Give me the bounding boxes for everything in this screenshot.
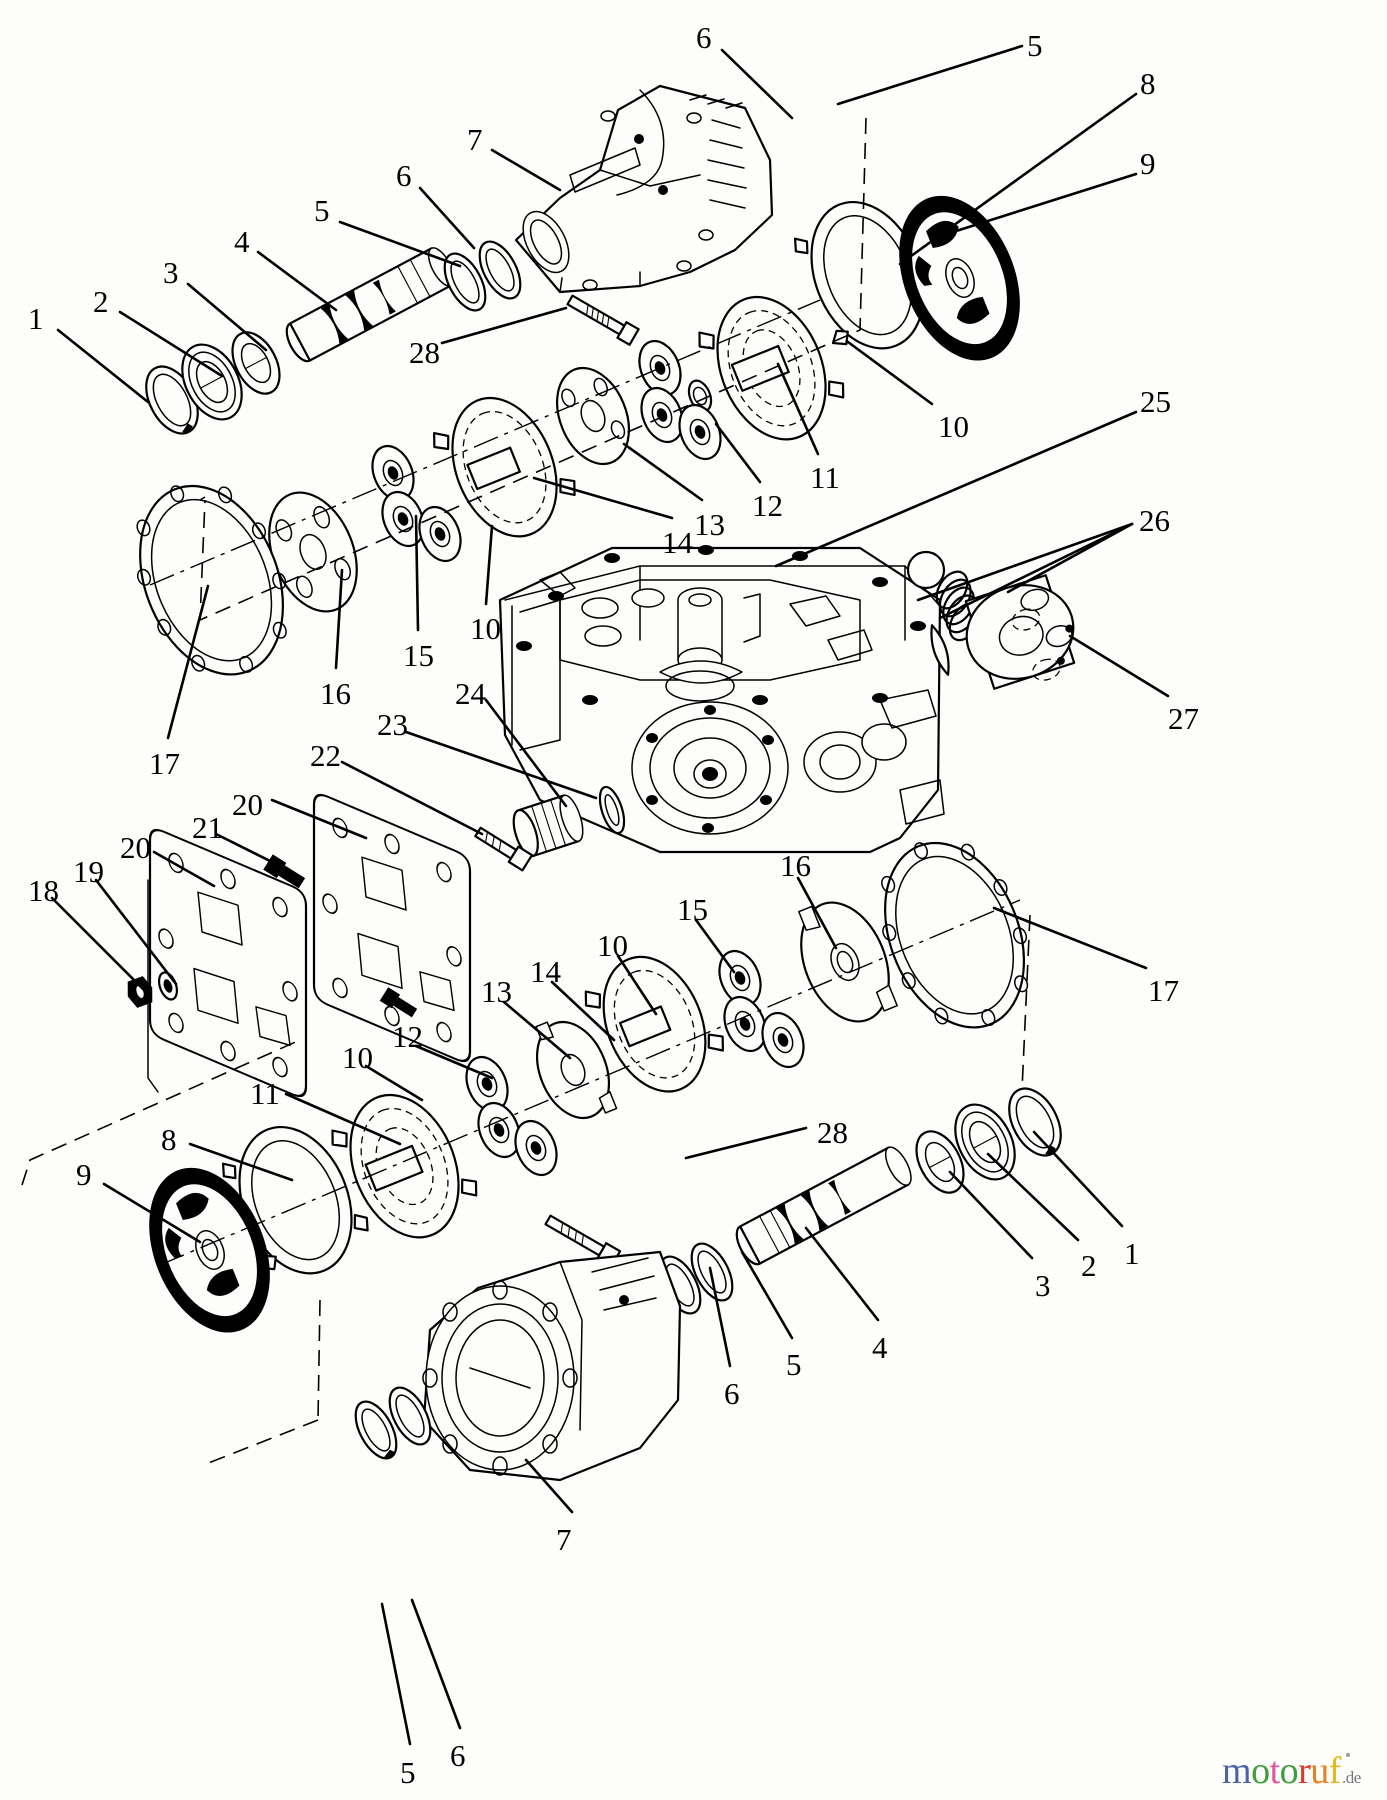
callout-10-mid: 10 — [470, 611, 501, 646]
callout-24: 24 — [455, 676, 486, 711]
callout-7-bot: 7 — [556, 1522, 572, 1557]
callout-25: 25 — [1140, 384, 1171, 419]
callout-17-top: 17 — [149, 746, 180, 781]
callout-2-top: 2 — [93, 284, 109, 319]
bypass-valve-group — [906, 550, 1076, 690]
callout-18: 18 — [28, 873, 59, 908]
callout-1-bot: 1 — [1124, 1236, 1140, 1271]
callout-9-top: 9 — [1140, 146, 1156, 181]
upper-shaft-group — [145, 84, 774, 435]
callout-6-bot: 6 — [724, 1376, 740, 1411]
callout-26: 26 — [1139, 503, 1170, 538]
watermark-letter-f: f — [1328, 1750, 1342, 1792]
callout-5-top: 5 — [314, 193, 330, 228]
callout-5-bot: 5 — [786, 1347, 802, 1382]
callout-15-top: 15 — [403, 638, 434, 673]
watermark-letter-u: u — [1310, 1750, 1329, 1792]
callout-6-top: 6 — [396, 158, 412, 193]
callout-21: 21 — [192, 810, 223, 845]
callout-13-bot: 13 — [481, 974, 512, 1009]
watermark-letter-m: m — [1222, 1750, 1252, 1792]
callout-16-top: 16 — [320, 676, 351, 711]
side-cover-plates — [127, 793, 534, 1098]
callout-17-bot: 17 — [1148, 973, 1179, 1008]
callout-16-bot: 16 — [780, 848, 811, 883]
callout-14-top: 14 — [662, 525, 693, 560]
callout-3-top: 3 — [163, 255, 179, 290]
callout-10-top: 10 — [938, 409, 969, 444]
callout-4-bot: 4 — [872, 1330, 888, 1365]
callout-7-top: 7 — [467, 122, 483, 157]
callout-4-top: 4 — [234, 224, 250, 259]
callout-3-bot: 3 — [1035, 1268, 1051, 1303]
callout-8-bot: 8 — [161, 1122, 177, 1157]
callout-11-top: 11 — [810, 460, 840, 495]
upper-housing — [514, 84, 774, 294]
motoruf-watermark: motoruf.de — [1222, 1752, 1361, 1790]
watermark-letter-o1: o — [1251, 1750, 1270, 1792]
callout-10-bot-2: 10 — [597, 928, 628, 963]
callout-20-b: 20 — [120, 830, 151, 865]
watermark-letter-o2: o — [1279, 1750, 1299, 1792]
lower-shaft-group — [544, 1087, 1062, 1315]
callout-20-a: 20 — [232, 787, 263, 822]
watermark-dot-accent — [1346, 1753, 1350, 1757]
callout-14-bot: 14 — [530, 954, 561, 989]
callout-6-top-2: 6 — [696, 20, 712, 55]
callout-1-top: 1 — [28, 301, 44, 336]
watermark-tld: .de — [1341, 1768, 1361, 1787]
callout-27: 27 — [1168, 701, 1199, 736]
callout-6-bot-2: 6 — [450, 1738, 466, 1773]
center-housing — [498, 545, 945, 858]
callout-5-bot-2: 5 — [400, 1755, 416, 1790]
callout-12-top: 12 — [752, 488, 783, 523]
callout-2-bot: 2 — [1081, 1248, 1097, 1283]
callout-9-bot: 9 — [76, 1157, 92, 1192]
callout-19: 19 — [73, 854, 104, 889]
callout-8-top: 8 — [1140, 66, 1156, 101]
lower-housing — [354, 1250, 682, 1482]
callout-15-bot: 15 — [677, 892, 708, 927]
watermark-letter-t: t — [1269, 1750, 1281, 1792]
callout-22: 22 — [310, 738, 341, 773]
callout-13-top: 13 — [694, 507, 725, 542]
callout-12-bot: 12 — [392, 1019, 423, 1054]
upper-swashplate-group — [793, 195, 1020, 361]
leader-lines — [50, 44, 1170, 1746]
callout-28-bot: 28 — [817, 1115, 848, 1150]
callout-23: 23 — [377, 707, 408, 742]
lower-cylinder-group-right — [149, 841, 1029, 1333]
callout-11-bot: 11 — [250, 1076, 280, 1111]
callout-5-top-2: 5 — [1027, 28, 1043, 63]
callout-28-top: 28 — [409, 335, 440, 370]
callout-10-bot: 10 — [342, 1040, 373, 1075]
watermark-letter-r: r — [1298, 1750, 1311, 1792]
